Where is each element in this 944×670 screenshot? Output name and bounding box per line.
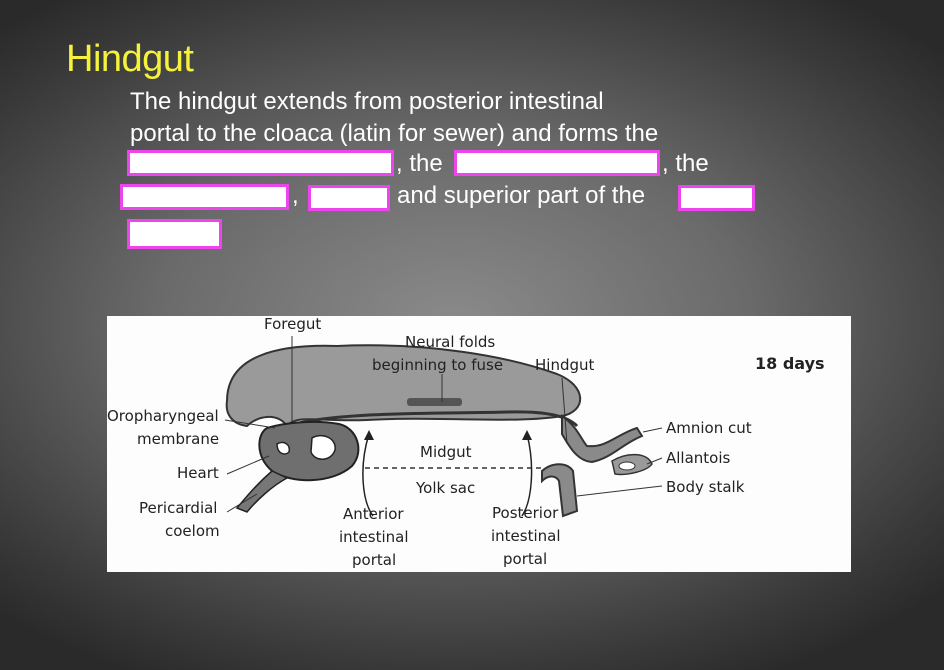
label-posterior-3: portal [503, 550, 547, 568]
allantois-lumen [618, 461, 636, 471]
label-anterior-2: intestinal [339, 528, 409, 546]
embryo-diagram-svg: Foregut Neural folds beginning to fuse H… [107, 316, 825, 569]
label-hindgut: Hindgut [535, 356, 595, 374]
leader-body-stalk [576, 485, 663, 497]
label-days: 18 days [755, 354, 825, 373]
leader-allantois [646, 457, 663, 465]
label-anterior-1: Anterior [343, 505, 404, 523]
separator-3: , [292, 182, 299, 209]
gut-tube-line [286, 410, 579, 428]
label-foregut: Foregut [264, 316, 321, 333]
label-posterior-1: Posterior [492, 504, 559, 522]
hindgut-shape [561, 414, 644, 464]
leader-amnion [642, 427, 663, 433]
neural-fold-mark [407, 398, 462, 406]
heart-chamber [310, 434, 336, 460]
label-amnion-cut: Amnion cut [666, 419, 752, 437]
anterior-portal-arrow [362, 433, 374, 517]
label-body-stalk: Body stalk [666, 478, 745, 496]
label-oropharyngeal-2: membrane [137, 430, 219, 448]
label-yolk-sac: Yolk sac [415, 479, 475, 497]
embryo-diagram: Foregut Neural folds beginning to fuse H… [107, 316, 851, 572]
blank-field-5[interactable] [678, 185, 755, 211]
blank-field-2[interactable] [454, 150, 660, 176]
leader-heart [226, 455, 270, 475]
blank-field-3[interactable] [120, 184, 289, 210]
slide-title: Hindgut [66, 38, 194, 80]
pericardial-extension [235, 470, 289, 513]
label-midgut: Midgut [420, 443, 472, 461]
blank-field-4[interactable] [308, 185, 390, 211]
blank-field-1[interactable] [127, 150, 394, 176]
separator-1: , the [396, 150, 443, 177]
posterior-portal-arrow [521, 433, 533, 517]
heart-chamber-2 [276, 441, 291, 455]
anterior-arrow-head [364, 430, 374, 440]
separator-2: , the [662, 150, 709, 177]
leader-peri [226, 493, 258, 513]
separator-4: and superior part of the [397, 182, 646, 209]
body-line-2: portal to the cloaca (latin for sewer) a… [130, 120, 659, 147]
label-allantois: Allantois [666, 449, 731, 467]
blank-field-6[interactable] [127, 219, 222, 249]
label-anterior-3: portal [352, 551, 396, 569]
leader-hindgut [561, 377, 568, 445]
label-pericardial-1: Pericardial [139, 499, 217, 517]
leader-oro [224, 419, 276, 429]
label-neural-folds-1: Neural folds [405, 333, 495, 351]
label-oropharyngeal-1: Oropharyngeal [107, 407, 219, 425]
body-stalk-shape [541, 463, 579, 518]
body-line-1: The hindgut extends from posterior intes… [130, 88, 604, 115]
dorsal-body-shape [225, 344, 582, 428]
posterior-arrow-head [522, 430, 532, 440]
label-posterior-2: intestinal [491, 527, 561, 545]
label-heart: Heart [177, 464, 219, 482]
heart-shape [258, 420, 360, 482]
label-neural-folds-2: beginning to fuse [372, 356, 503, 374]
label-pericardial-2: coelom [165, 522, 220, 540]
